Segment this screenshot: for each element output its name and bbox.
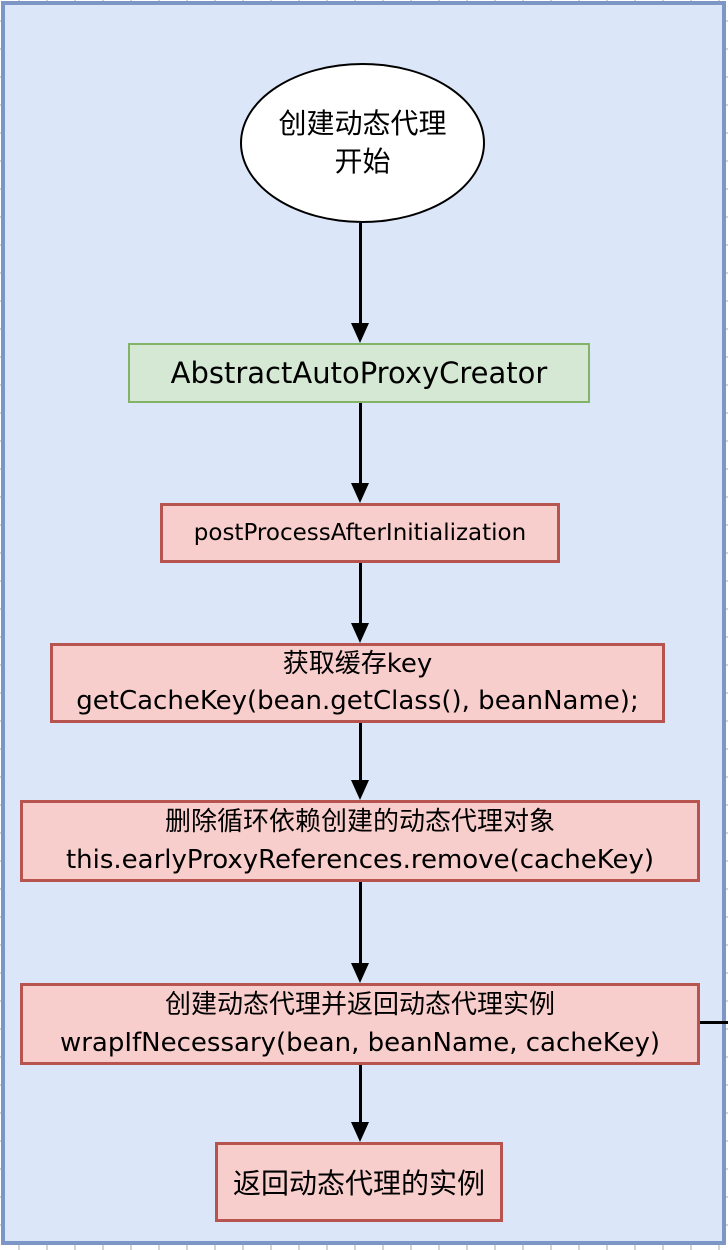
node-wrap-if-necessary-line1: 创建动态代理并返回动态代理实例 xyxy=(164,990,555,1020)
arrowhead-down-icon xyxy=(351,780,369,800)
edge-line xyxy=(358,723,362,782)
arrowhead-down-icon xyxy=(351,483,369,503)
node-return-instance[interactable]: 返回动态代理的实例 xyxy=(215,1142,503,1222)
edge-removeearly-to-wrap[interactable] xyxy=(350,882,370,983)
node-wrap-if-necessary-line2: wrapIfNecessary(bean, beanName, cacheKey… xyxy=(59,1028,661,1058)
node-get-cache-key[interactable]: 获取缓存key getCacheKey(bean.getClass(), bea… xyxy=(50,643,665,723)
edge-line xyxy=(358,223,362,325)
edge-postprocess-to-getcachekey[interactable] xyxy=(350,563,370,643)
node-start-line1: 创建动态代理 xyxy=(278,107,447,140)
node-start-line2: 开始 xyxy=(334,145,391,178)
node-post-process-label: postProcessAfterInitialization xyxy=(193,520,527,546)
edge-wrap-to-right-edge[interactable] xyxy=(700,1021,728,1024)
arrowhead-down-icon xyxy=(351,963,369,983)
node-remove-early-proxy[interactable]: 删除循环依赖创建的动态代理对象 this.earlyProxyReference… xyxy=(20,800,700,882)
arrowhead-down-icon xyxy=(351,323,369,343)
node-remove-early-proxy-line1: 删除循环依赖创建的动态代理对象 xyxy=(164,807,555,837)
edge-getcachekey-to-removeearly[interactable] xyxy=(350,723,370,800)
node-start[interactable]: 创建动态代理 开始 xyxy=(240,63,485,223)
node-remove-early-proxy-line2: this.earlyProxyReferences.remove(cacheKe… xyxy=(65,845,655,875)
arrowhead-down-icon xyxy=(351,1122,369,1142)
node-get-cache-key-line1: 获取缓存key xyxy=(282,649,433,679)
node-wrap-if-necessary[interactable]: 创建动态代理并返回动态代理实例 wrapIfNecessary(bean, be… xyxy=(20,983,700,1065)
edge-line xyxy=(358,403,362,485)
arrowhead-down-icon xyxy=(351,623,369,643)
edge-start-to-creator[interactable] xyxy=(350,223,370,343)
edge-creator-to-postprocess[interactable] xyxy=(350,403,370,503)
edge-wrap-to-return[interactable] xyxy=(350,1065,370,1142)
edge-line xyxy=(358,1065,362,1124)
edge-line xyxy=(358,882,362,965)
node-creator-label: AbstractAutoProxyCreator xyxy=(170,356,548,390)
node-return-instance-label: 返回动态代理的实例 xyxy=(232,1167,485,1200)
node-post-process-after-initialization[interactable]: postProcessAfterInitialization xyxy=(160,503,560,563)
node-get-cache-key-line2: getCacheKey(bean.getClass(), beanName); xyxy=(76,686,639,716)
edge-line xyxy=(358,563,362,625)
node-abstract-auto-proxy-creator[interactable]: AbstractAutoProxyCreator xyxy=(128,343,590,403)
